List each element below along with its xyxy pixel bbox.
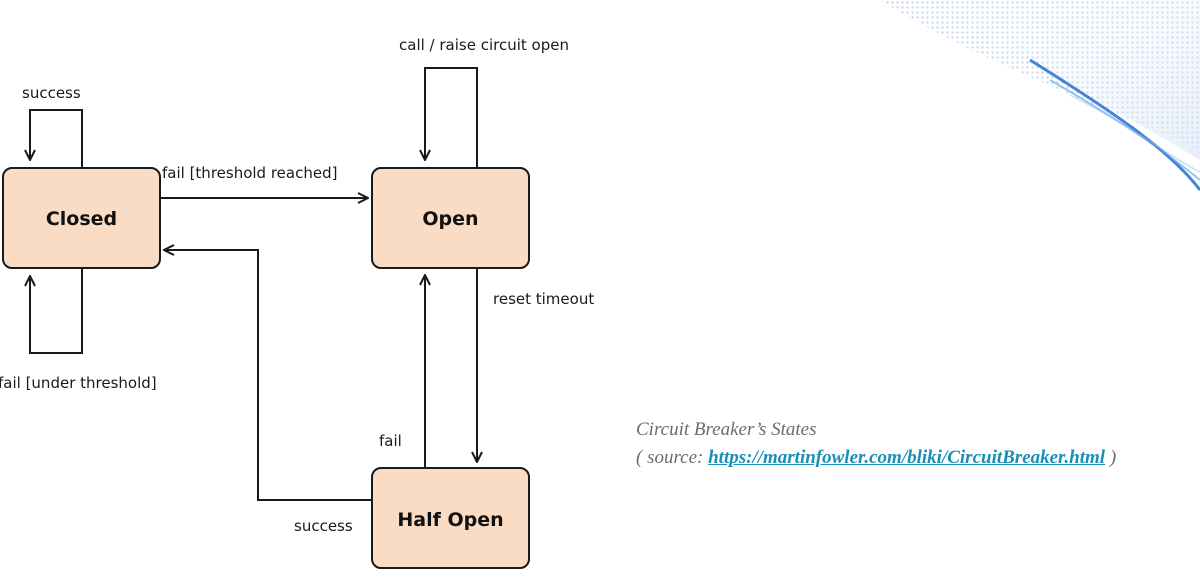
caption-source-suffix: ) bbox=[1105, 447, 1117, 468]
state-open-box bbox=[371, 167, 530, 269]
label-closed-fail-under: fail [under threshold] bbox=[0, 374, 157, 392]
edge-half-open-to-closed bbox=[164, 250, 372, 501]
state-closed-box bbox=[2, 167, 161, 269]
state-half-open-box bbox=[371, 467, 530, 569]
caption-source: ( source: https://martinfowler.com/bliki… bbox=[636, 444, 1116, 472]
state-half-open-label: Half Open bbox=[397, 509, 503, 531]
figure-caption: Circuit Breaker’s States ( source: https… bbox=[636, 416, 1116, 472]
label-half-to-open: fail bbox=[379, 432, 402, 450]
label-closed-success: success bbox=[22, 84, 81, 102]
edge-open-self-loop bbox=[425, 67, 478, 168]
caption-source-prefix: ( source: bbox=[636, 447, 709, 468]
label-open-self: call / raise circuit open bbox=[399, 36, 569, 54]
state-closed-label: Closed bbox=[46, 208, 117, 230]
edge-closed-fail-loop bbox=[30, 268, 83, 354]
caption-title: Circuit Breaker’s States bbox=[636, 419, 817, 440]
edge-closed-success-loop bbox=[30, 109, 83, 168]
label-closed-to-open: fail [threshold reached] bbox=[162, 164, 337, 182]
label-open-to-half: reset timeout bbox=[493, 290, 594, 308]
state-open-label: Open bbox=[422, 208, 478, 230]
state-half-open: Half Open bbox=[371, 467, 530, 569]
state-closed: Closed bbox=[2, 167, 161, 269]
source-link[interactable]: https://martinfowler.com/bliki/CircuitBr… bbox=[708, 447, 1106, 468]
state-open: Open bbox=[371, 167, 530, 269]
label-half-to-closed: success bbox=[294, 517, 353, 535]
